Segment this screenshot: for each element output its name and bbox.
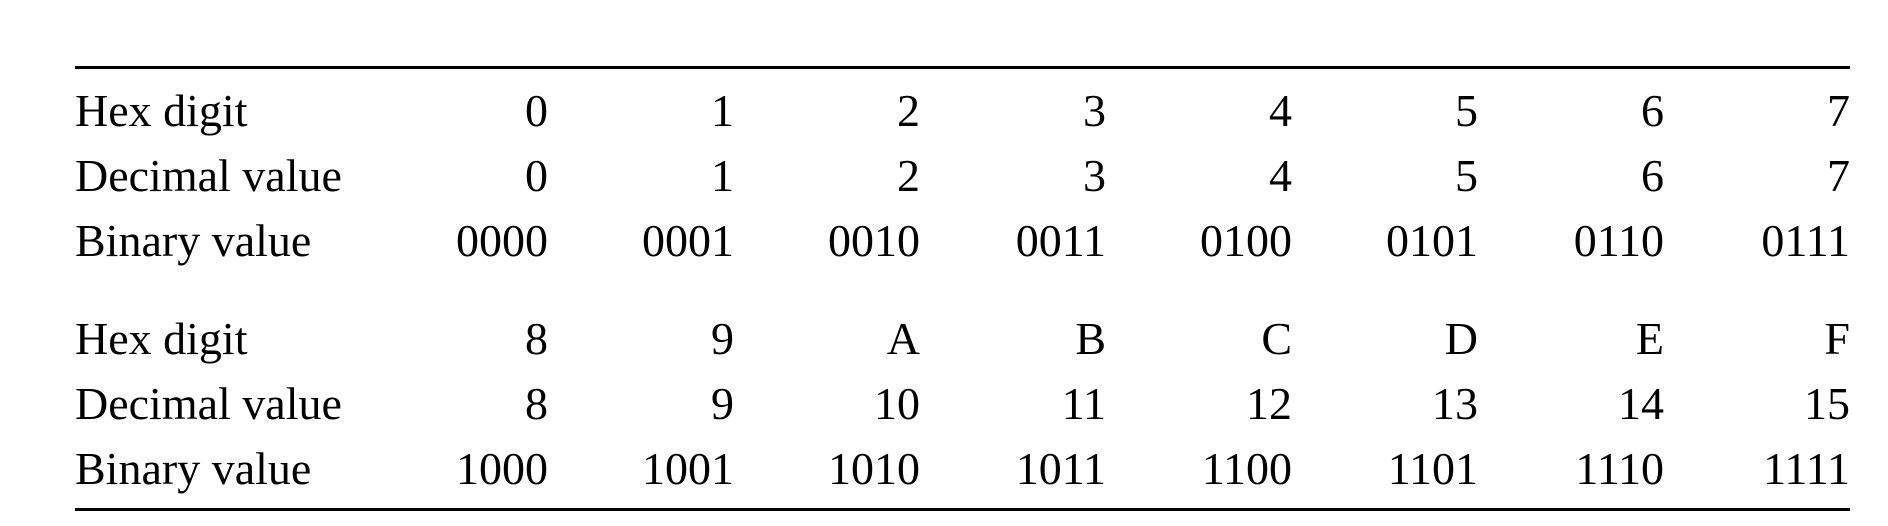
hex-digit-cell: D — [1444, 312, 1478, 364]
row-label-hex-digit: Hex digit — [75, 84, 248, 136]
binary-value-cell: 0100 — [1200, 214, 1292, 266]
decimal-value-cell: 5 — [1455, 149, 1478, 201]
decimal-value-cell: 14 — [1618, 377, 1664, 429]
binary-value-cell: 1100 — [1201, 442, 1292, 494]
decimal-value-cell: 3 — [1083, 149, 1106, 201]
decimal-value-cell: 12 — [1246, 377, 1292, 429]
hex-digit-cell: F — [1824, 312, 1850, 364]
hex-digit-cell: 5 — [1455, 84, 1478, 136]
binary-value-cell: 0111 — [1761, 214, 1850, 266]
table-row: Decimal value 8 9 10 11 12 13 14 15 — [75, 371, 1850, 436]
table-row: Binary value 1000 1001 1010 1011 1100 11… — [75, 436, 1850, 501]
binary-value-cell: 1101 — [1387, 442, 1478, 494]
table-row: Decimal value 0 1 2 3 4 5 6 7 — [75, 143, 1850, 208]
hex-digit-cell: E — [1635, 312, 1664, 364]
decimal-value-cell: 1 — [711, 149, 734, 201]
hex-digit-cell: 6 — [1641, 84, 1664, 136]
decimal-value-cell: 0 — [525, 149, 548, 201]
row-label-decimal-value: Decimal value — [75, 377, 342, 429]
binary-value-cell: 1010 — [828, 442, 920, 494]
binary-value-cell: 0001 — [642, 214, 734, 266]
hex-digit-cell: 1 — [711, 84, 734, 136]
hex-digit-cell: B — [1075, 312, 1106, 364]
binary-value-cell: 1111 — [1763, 442, 1850, 494]
binary-value-cell: 1001 — [642, 442, 734, 494]
decimal-value-cell: 15 — [1804, 377, 1850, 429]
hex-digit-cell: 0 — [525, 84, 548, 136]
binary-value-cell: 1011 — [1015, 442, 1106, 494]
binary-value-cell: 1000 — [456, 442, 548, 494]
hex-digit-cell: 3 — [1083, 84, 1106, 136]
block-gap-row — [75, 273, 1850, 306]
hex-conversion-table: Hex digit 0 1 2 3 4 5 6 7 Decimal value … — [75, 66, 1850, 511]
decimal-value-cell: 9 — [711, 377, 734, 429]
decimal-value-cell: 6 — [1641, 149, 1664, 201]
binary-value-cell: 0110 — [1573, 214, 1664, 266]
decimal-value-cell: 10 — [874, 377, 920, 429]
hex-table: Hex digit 0 1 2 3 4 5 6 7 Decimal value … — [75, 78, 1850, 501]
decimal-value-cell: 13 — [1432, 377, 1478, 429]
decimal-value-cell: 8 — [525, 377, 548, 429]
binary-value-cell: 0101 — [1386, 214, 1478, 266]
hex-digit-cell: 2 — [897, 84, 920, 136]
binary-value-cell: 1110 — [1575, 442, 1664, 494]
binary-value-cell: 0000 — [456, 214, 548, 266]
hex-digit-cell: 9 — [711, 312, 734, 364]
hex-digit-cell: C — [1261, 312, 1292, 364]
table-row: Binary value 0000 0001 0010 0011 0100 01… — [75, 208, 1850, 273]
table-row: Hex digit 8 9 A B C D E F — [75, 306, 1850, 371]
row-label-binary-value: Binary value — [75, 442, 312, 494]
hex-digit-cell: 4 — [1269, 84, 1292, 136]
hex-digit-cell: A — [886, 312, 920, 364]
decimal-value-cell: 4 — [1269, 149, 1292, 201]
hex-digit-cell: 8 — [525, 312, 548, 364]
row-label-binary-value: Binary value — [75, 214, 312, 266]
row-label-hex-digit: Hex digit — [75, 312, 248, 364]
decimal-value-cell: 2 — [897, 149, 920, 201]
binary-value-cell: 0010 — [828, 214, 920, 266]
decimal-value-cell: 11 — [1061, 377, 1106, 429]
binary-value-cell: 0011 — [1015, 214, 1106, 266]
hex-digit-cell: 7 — [1827, 84, 1850, 136]
table-row: Hex digit 0 1 2 3 4 5 6 7 — [75, 78, 1850, 143]
decimal-value-cell: 7 — [1827, 149, 1850, 201]
row-label-decimal-value: Decimal value — [75, 149, 342, 201]
